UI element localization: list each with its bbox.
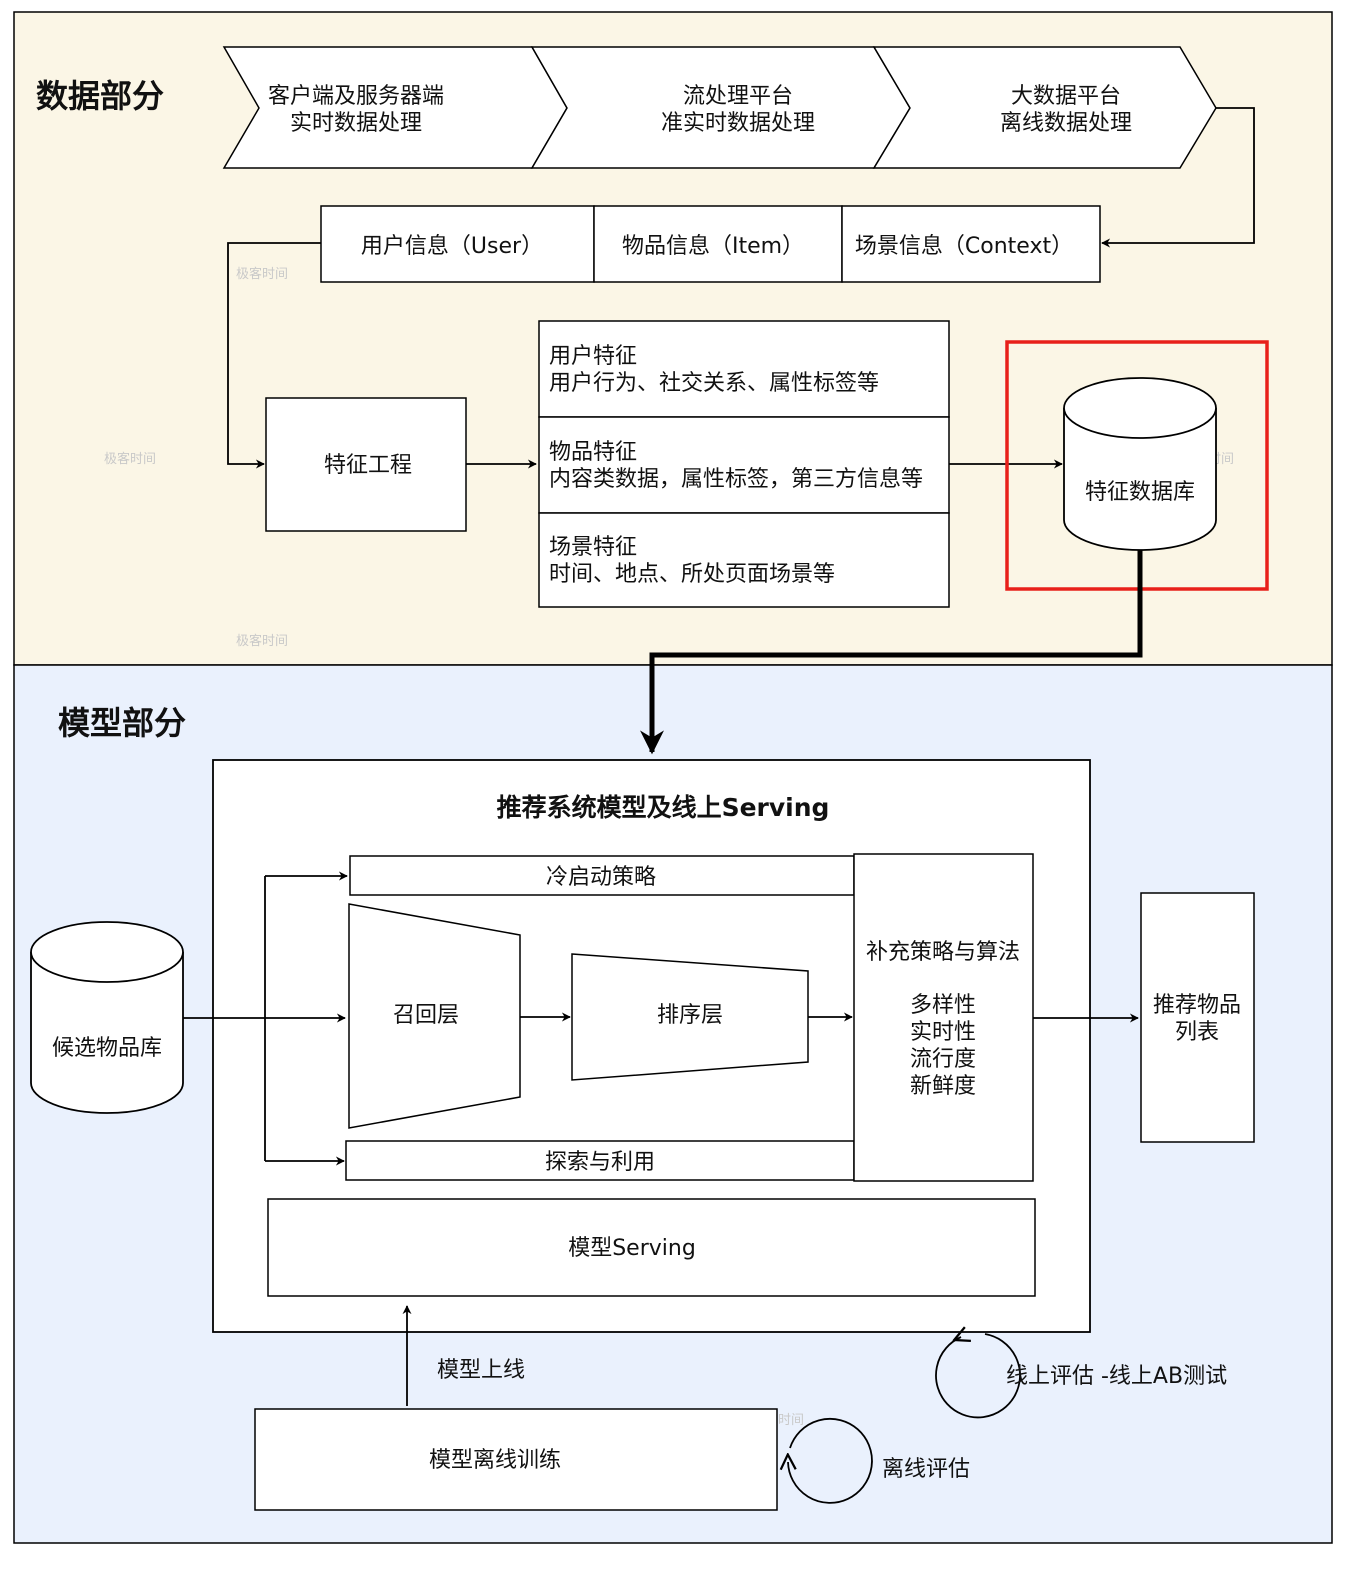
recall-layer-label: 召回层 [393, 1003, 459, 1028]
feature-database-label: 特征数据库 [1085, 480, 1195, 505]
online-evaluation-loop-icon [935, 1334, 1021, 1419]
supplement-item-popularity: 流行度 [910, 1047, 976, 1072]
offline-training-box [254, 1408, 778, 1511]
pipeline-to-info-connector [1101, 107, 1255, 248]
serving-title: 推荐系统模型及线上Serving [497, 793, 830, 822]
recommendation-list-line1: 推荐物品 [1153, 993, 1241, 1018]
pipeline-step-3-line2: 离线数据处理 [1000, 111, 1132, 136]
context-features-title: 场景特征 [549, 535, 637, 560]
item-info-box [593, 205, 843, 283]
pipeline-step-1-line2: 实时数据处理 [290, 111, 422, 136]
ranking-layer-shape [571, 953, 809, 1081]
deploy-label: 模型上线 [437, 1358, 525, 1383]
item-features-detail: 内容类数据，属性标签，第三方信息等 [549, 467, 923, 492]
offline-evaluation-label: 离线评估 [882, 1457, 970, 1482]
user-features-title: 用户特征 [549, 344, 637, 369]
user-info-box [320, 205, 595, 283]
feature-engineering-box [265, 397, 467, 532]
recommendation-list-box [1140, 892, 1255, 1143]
supplement-item-diversity: 多样性 [910, 993, 976, 1018]
model-serving-box [267, 1198, 1036, 1297]
info-to-feature-engineering-connector [227, 242, 321, 469]
item-features-title: 物品特征 [549, 440, 637, 465]
explore-exploit-label: 探索与利用 [545, 1150, 655, 1175]
supplement-item-realtime: 实时性 [910, 1020, 976, 1045]
feature-engineering-label: 特征工程 [324, 453, 412, 478]
user-features-detail: 用户行为、社交关系、属性标签等 [549, 371, 879, 396]
candidate-database-icon [30, 921, 184, 1114]
context-features-detail: 时间、地点、所处页面场景等 [549, 562, 835, 587]
pipeline-step-3-line1: 大数据平台 [1011, 84, 1121, 109]
watermark: 极客时间 [236, 266, 288, 282]
model-serving-label: 模型Serving [568, 1236, 696, 1261]
data-section-title: 数据部分 [36, 77, 164, 115]
explore-exploit-box [345, 1140, 855, 1181]
candidate-database-label: 候选物品库 [52, 1036, 162, 1061]
pipeline-step-1-line1: 客户端及服务器端 [268, 84, 444, 109]
supplement-strategy-box [853, 853, 1034, 1182]
feature-database-highlight [1005, 340, 1269, 591]
user-info-label: 用户信息（User） [361, 234, 543, 259]
recommendation-list-line2: 列表 [1175, 1020, 1219, 1045]
recall-layer-shape [348, 903, 521, 1129]
supplement-item-freshness: 新鲜度 [910, 1074, 976, 1099]
cold-start-label: 冷启动策略 [546, 865, 656, 890]
pipeline-step-2-line2: 准实时数据处理 [661, 111, 815, 136]
online-evaluation-label: 线上评估 -线上AB测试 [1006, 1364, 1227, 1389]
offline-training-label: 模型离线训练 [429, 1448, 561, 1473]
offline-evaluation-loop-icon [788, 1417, 873, 1504]
context-info-box [841, 205, 1101, 283]
context-features-box [538, 512, 950, 608]
item-features-box [538, 416, 950, 514]
feature-db-to-model-connector [640, 550, 1143, 755]
cold-start-box [349, 855, 855, 896]
user-features-box [538, 320, 950, 418]
item-info-label: 物品信息（Item） [622, 234, 804, 259]
ranking-layer-label: 排序层 [657, 1003, 723, 1028]
context-info-label: 场景信息（Context） [855, 234, 1073, 259]
feature-database-icon [1063, 377, 1217, 551]
watermark: 极客时间 [104, 451, 156, 467]
watermark: 极客时间 [236, 633, 288, 649]
supplement-strategy-title: 补充策略与算法 [866, 940, 1020, 965]
pipeline-step-3 [872, 46, 1217, 169]
pipeline-step-2-line1: 流处理平台 [683, 84, 793, 109]
model-section-title: 模型部分 [58, 704, 186, 742]
